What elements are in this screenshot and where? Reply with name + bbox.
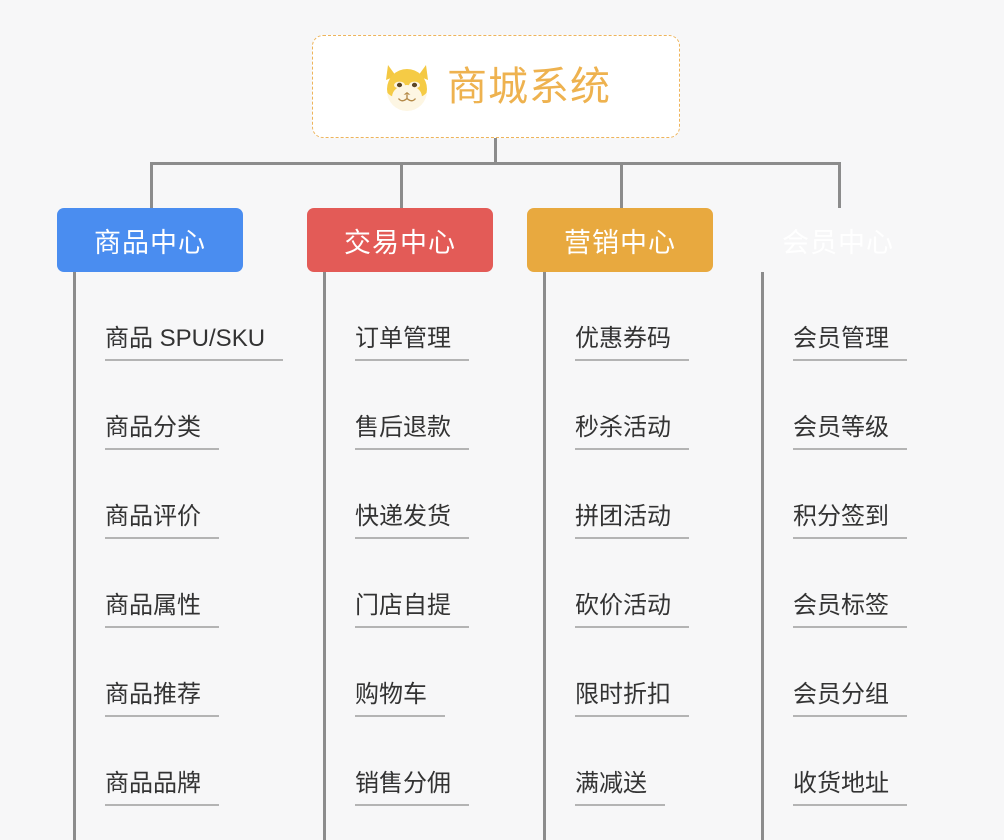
branch-header-3[interactable]: 营销中心 <box>527 208 713 272</box>
connector-horizontal-bus <box>150 162 841 165</box>
leaf-label: 限时折扣 <box>575 681 689 717</box>
leaf-label: 商品品牌 <box>105 770 219 806</box>
leaf-label: 商品评价 <box>105 503 219 539</box>
list-item[interactable]: 砍价活动 <box>543 539 689 628</box>
list-item[interactable]: 优惠券码 <box>543 272 689 361</box>
list-item[interactable]: 会员标签 <box>761 539 907 628</box>
branch-trunk-2 <box>323 272 326 840</box>
list-item[interactable]: 满减送 <box>543 717 689 806</box>
leaf-label: 砍价活动 <box>575 592 689 628</box>
list-item[interactable]: 商品推荐 <box>73 628 283 717</box>
leaf-list-2: 订单管理 售后退款 快递发货 门店自提 购物车 销售分佣 <box>323 272 469 806</box>
list-item[interactable]: 销售分佣 <box>323 717 469 806</box>
list-item[interactable]: 售后退款 <box>323 361 469 450</box>
list-item[interactable]: 商品属性 <box>73 539 283 628</box>
branch-header-4[interactable]: 会员中心 <box>745 208 931 272</box>
leaf-label: 售后退款 <box>355 414 469 450</box>
leaf-label: 销售分佣 <box>355 770 469 806</box>
list-item[interactable]: 会员等级 <box>761 361 907 450</box>
branch-trunk-3 <box>543 272 546 840</box>
leaf-label: 会员管理 <box>793 325 907 361</box>
shiba-dog-face-icon <box>386 64 428 111</box>
connector-drop-3 <box>620 162 623 208</box>
list-item[interactable]: 商品 SPU/SKU <box>73 272 284 361</box>
leaf-label: 门店自提 <box>355 592 469 628</box>
leaf-label: 满减送 <box>575 770 665 806</box>
list-item[interactable]: 积分签到 <box>761 450 907 539</box>
branch-trunk-4 <box>761 272 764 840</box>
list-item[interactable]: 限时折扣 <box>543 628 689 717</box>
leaf-label: 购物车 <box>355 681 445 717</box>
leaf-label: 会员等级 <box>793 414 907 450</box>
leaf-label: 会员标签 <box>793 592 907 628</box>
branch-header-label: 交易中心 <box>344 227 456 258</box>
leaf-label: 会员分组 <box>793 681 907 717</box>
list-item[interactable]: 收货地址 <box>761 717 907 806</box>
branch-header-label: 营销中心 <box>564 227 676 258</box>
branch-trunk-1 <box>73 272 76 840</box>
list-item[interactable]: 购物车 <box>323 628 469 717</box>
list-item[interactable]: 会员管理 <box>761 272 907 361</box>
list-item[interactable]: 门店自提 <box>323 539 469 628</box>
branch-header-1[interactable]: 商品中心 <box>57 208 243 272</box>
list-item[interactable]: 商品评价 <box>73 450 283 539</box>
list-item[interactable]: 会员分组 <box>761 628 907 717</box>
leaf-label: 快递发货 <box>355 503 469 539</box>
leaf-list-1: 商品 SPU/SKU 商品分类 商品评价 商品属性 商品推荐 商品品牌 <box>73 272 284 806</box>
branch-header-label: 商品中心 <box>94 227 206 258</box>
connector-drop-4 <box>838 162 841 208</box>
branch-header-label: 会员中心 <box>782 227 894 258</box>
leaf-label: 收货地址 <box>793 770 907 806</box>
connector-drop-2 <box>400 162 403 208</box>
root-title: 商城系统 <box>447 64 611 109</box>
list-item[interactable]: 订单管理 <box>323 272 469 361</box>
leaf-label: 商品推荐 <box>105 681 219 717</box>
leaf-label: 商品 SPU/SKU <box>105 325 284 361</box>
connector-drop-1 <box>150 162 153 208</box>
list-item[interactable]: 商品品牌 <box>73 717 283 806</box>
leaf-label: 优惠券码 <box>575 325 689 361</box>
list-item[interactable]: 拼团活动 <box>543 450 689 539</box>
list-item[interactable]: 商品分类 <box>73 361 283 450</box>
list-item[interactable]: 快递发货 <box>323 450 469 539</box>
leaf-label: 积分签到 <box>793 503 907 539</box>
connector-root-stem <box>494 138 497 164</box>
leaf-list-4: 会员管理 会员等级 积分签到 会员标签 会员分组 收货地址 <box>761 272 907 806</box>
leaf-label: 订单管理 <box>355 325 469 361</box>
list-item[interactable]: 秒杀活动 <box>543 361 689 450</box>
root-node[interactable]: 商城系统 <box>312 35 680 138</box>
leaf-label: 拼团活动 <box>575 503 689 539</box>
leaf-list-3: 优惠券码 秒杀活动 拼团活动 砍价活动 限时折扣 满减送 <box>543 272 689 806</box>
leaf-label: 秒杀活动 <box>575 414 689 450</box>
leaf-label: 商品属性 <box>105 592 219 628</box>
leaf-label: 商品分类 <box>105 414 219 450</box>
branch-header-2[interactable]: 交易中心 <box>307 208 493 272</box>
